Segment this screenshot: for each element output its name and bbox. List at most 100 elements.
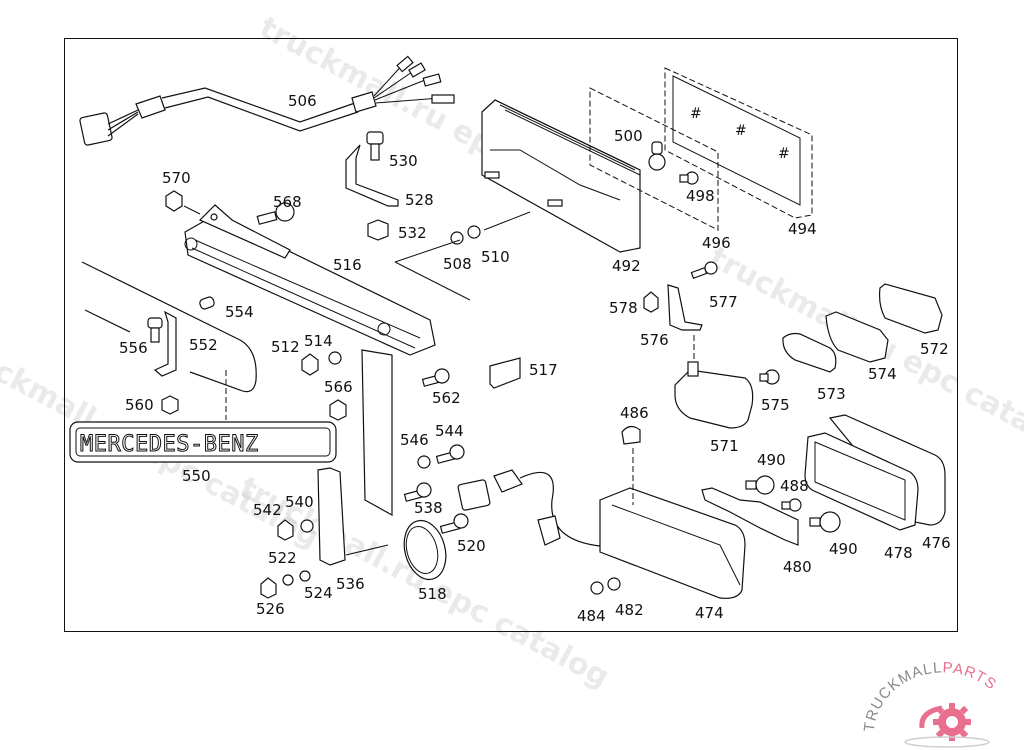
callout-498[interactable]: 498 [686, 187, 715, 205]
washer-510 [467, 225, 481, 239]
washer-546 [417, 455, 431, 469]
callout-524[interactable]: 524 [304, 584, 333, 602]
connector-cable [457, 469, 601, 547]
callout-516[interactable]: 516 [333, 256, 362, 274]
nut-566 [329, 399, 347, 421]
callout-571[interactable]: 571 [710, 437, 739, 455]
callout-474[interactable]: 474 [695, 604, 724, 622]
callout-562[interactable]: 562 [432, 389, 461, 407]
nut-560 [161, 395, 179, 415]
nut-578 [643, 291, 659, 313]
callout-522[interactable]: 522 [268, 549, 297, 567]
bolt-520 [439, 513, 469, 534]
callout-482[interactable]: 482 [615, 601, 644, 619]
callout-566[interactable]: 566 [324, 378, 353, 396]
bolt-568 [256, 202, 295, 225]
washer-524 [299, 570, 311, 582]
lamp-housing-492 [481, 99, 641, 253]
bolt-577 [690, 261, 718, 279]
lens-572 [878, 283, 943, 334]
bolt-538 [403, 482, 432, 502]
callout-478[interactable]: 478 [884, 544, 913, 562]
gasket-573 [782, 332, 837, 373]
callout-520[interactable]: 520 [457, 537, 486, 555]
svg-text:#: # [690, 106, 702, 122]
washer-482 [607, 577, 621, 591]
bulb-498 [679, 171, 699, 185]
callout-575[interactable]: 575 [761, 396, 790, 414]
callout-572[interactable]: 572 [920, 340, 949, 358]
callout-556[interactable]: 556 [119, 339, 148, 357]
callout-492[interactable]: 492 [612, 257, 641, 275]
callout-570[interactable]: 570 [162, 169, 191, 187]
callout-496[interactable]: 496 [702, 234, 731, 252]
callout-560[interactable]: 560 [125, 396, 154, 414]
callout-546[interactable]: 546 [400, 431, 429, 449]
callout-576[interactable]: 576 [640, 331, 669, 349]
callout-530[interactable]: 530 [389, 152, 418, 170]
bracket-556 [147, 310, 177, 377]
bulb-holder-480 [701, 487, 799, 546]
callout-552[interactable]: 552 [189, 336, 218, 354]
callout-494[interactable]: 494 [788, 220, 817, 238]
callout-532[interactable]: 532 [398, 224, 427, 242]
bulb-cap-486 [621, 425, 641, 445]
callout-554[interactable]: 554 [225, 303, 254, 321]
callout-538[interactable]: 538 [414, 499, 443, 517]
callout-526[interactable]: 526 [256, 600, 285, 618]
callout-550[interactable]: 550 [182, 467, 211, 485]
callout-476[interactable]: 476 [922, 534, 951, 552]
fog-lamp-571 [674, 335, 754, 429]
callout-573[interactable]: 573 [817, 385, 846, 403]
washer-522 [282, 574, 294, 586]
nut-512 [301, 353, 319, 376]
callout-514[interactable]: 514 [304, 332, 333, 350]
callout-536[interactable]: 536 [336, 575, 365, 593]
clip-517 [489, 357, 521, 389]
callout-490-top[interactable]: 490 [757, 451, 786, 469]
bracket-528 [345, 131, 399, 241]
callout-506[interactable]: 506 [288, 92, 317, 110]
callout-517[interactable]: 517 [529, 361, 558, 379]
callout-484[interactable]: 484 [577, 607, 606, 625]
bulb-488 [781, 498, 802, 512]
bracket-576 [667, 284, 703, 331]
callout-574[interactable]: 574 [868, 365, 897, 383]
bulb-500 [648, 141, 666, 171]
callout-518[interactable]: 518 [418, 585, 447, 603]
logo-text-truckmall: TRUCKMALL [861, 659, 943, 732]
brand-plate-text: MERCEDES-BENZ [80, 432, 259, 457]
nut-542 [277, 519, 294, 541]
nut-526 [260, 577, 277, 599]
svg-text:#: # [735, 123, 747, 139]
lamp-574 [825, 311, 889, 363]
callout-577[interactable]: 577 [709, 293, 738, 311]
cover-disc-518 [403, 519, 447, 581]
callout-540[interactable]: 540 [285, 493, 314, 511]
truckmallparts-logo: TRUCKMALLPARTS [861, 659, 999, 748]
callout-488[interactable]: 488 [780, 477, 809, 495]
pin-554 [199, 296, 215, 310]
crossmember-516 [184, 204, 436, 517]
callout-480[interactable]: 480 [783, 558, 812, 576]
callout-500[interactable]: 500 [614, 127, 643, 145]
wiring-harness-506 [79, 55, 455, 146]
callout-512[interactable]: 512 [271, 338, 300, 356]
bulb-575 [759, 369, 780, 385]
brand-plate-550 [69, 421, 337, 463]
callout-508[interactable]: 508 [443, 255, 472, 273]
callout-490-bottom[interactable]: 490 [829, 540, 858, 558]
diagram-frame [64, 38, 958, 632]
callout-528[interactable]: 528 [405, 191, 434, 209]
callout-544[interactable]: 544 [435, 422, 464, 440]
callout-578[interactable]: 578 [609, 299, 638, 317]
washer-508 [450, 231, 464, 245]
callout-486[interactable]: 486 [620, 404, 649, 422]
bulb-490a [745, 475, 775, 495]
bulb-490b [809, 511, 841, 533]
strip-536 [317, 467, 346, 566]
callout-510[interactable]: 510 [481, 248, 510, 266]
callout-542[interactable]: 542 [253, 501, 282, 519]
callout-568[interactable]: 568 [273, 193, 302, 211]
